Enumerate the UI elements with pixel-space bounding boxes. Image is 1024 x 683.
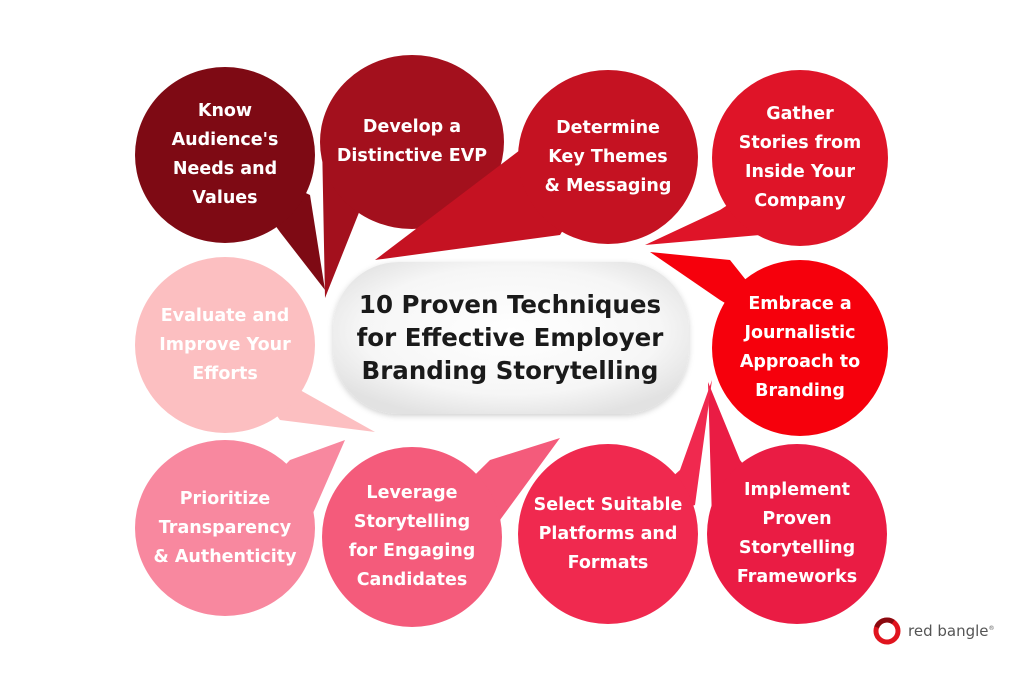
petal-body-transparency (135, 440, 315, 616)
petal-leverage (322, 438, 560, 627)
petal-develop-evp (320, 55, 504, 298)
petal-label-evaluate: Evaluate and Improve Your Efforts (159, 305, 291, 384)
petal-platforms (518, 380, 712, 624)
petal-evaluate (135, 257, 375, 433)
petal-journalistic (650, 252, 888, 436)
petal-tail-evaluate (225, 345, 375, 432)
petal-label-leverage: Leverage Storytelling for Engaging Candi… (348, 483, 476, 590)
petal-label-transparency: Prioritize Transparency & Authenticity (153, 488, 297, 567)
red-bangle-logo: red bangle® (872, 616, 995, 646)
petal-body-gather-stories (712, 70, 888, 246)
petal-transparency (135, 440, 345, 616)
petal-body-frameworks (707, 444, 887, 624)
petal-body-platforms (518, 444, 698, 624)
petal-body-key-themes (518, 70, 698, 244)
logo-text: red bangle® (908, 622, 995, 640)
petal-label-know-audience: Know Audience's Needs and Values (171, 101, 279, 208)
petal-know-audience (135, 67, 325, 290)
petal-frameworks (707, 382, 887, 624)
diagram-title: 10 Proven Techniques for Effective Emplo… (356, 289, 664, 385)
petal-body-know-audience (135, 67, 315, 243)
petal-label-gather-stories: Gather Stories from Inside Your Company (738, 104, 862, 211)
petal-label-frameworks: Implement Proven Storytelling Frameworks (736, 480, 858, 587)
petal-body-leverage (322, 447, 502, 627)
petal-label-key-themes: Determine Key Themes & Messaging (544, 117, 672, 196)
center-title-box (333, 262, 689, 414)
petal-body-journalistic (712, 260, 888, 436)
petal-gather-stories (645, 70, 888, 246)
petal-body-evaluate (135, 257, 315, 433)
petal-label-develop-evp: Develop a Distinctive EVP (336, 117, 488, 166)
petal-label-platforms: Select Suitable Platforms and Formats (533, 494, 683, 573)
petal-label-journalistic: Embrace a Journalistic Approach to Brand… (739, 294, 861, 401)
petal-key-themes (375, 70, 698, 260)
ring-logo-icon (873, 617, 901, 645)
petal-body-develop-evp (320, 55, 504, 229)
